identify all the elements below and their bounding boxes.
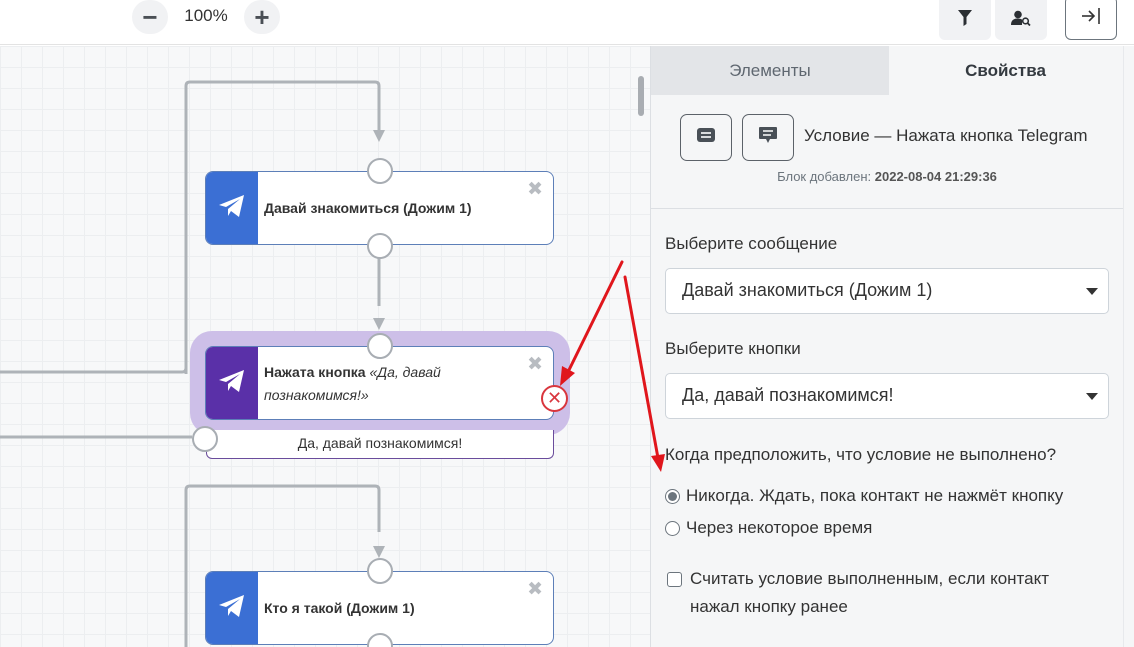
node-title-bold: Нажата кнопка xyxy=(264,364,366,380)
delete-node-icon[interactable]: ✕ xyxy=(541,385,568,412)
zoom-level: 100% xyxy=(184,6,228,25)
telegram-icon xyxy=(218,594,246,623)
node-close-icon[interactable]: ✖ xyxy=(527,179,543,200)
node-title: Давай знакомиться (Дожим 1) xyxy=(264,199,472,216)
block-title: Условие — Нажата кнопка Telegram xyxy=(804,126,1088,145)
node-output-port[interactable] xyxy=(367,633,393,647)
message-label: Выберите сообщение xyxy=(665,234,838,253)
filter-button[interactable] xyxy=(939,0,991,40)
node-icon-block xyxy=(206,172,258,244)
connection-lines xyxy=(0,80,385,647)
radio-after-time[interactable]: Через некоторое время xyxy=(665,518,872,538)
message-square-icon xyxy=(696,127,716,148)
pressed-before-checkbox[interactable] xyxy=(667,572,682,587)
block-added-date: 2022-08-04 21:29:36 xyxy=(874,169,997,184)
message-select[interactable]: Давай знакомиться (Дожим 1) xyxy=(665,268,1109,314)
tab-properties[interactable]: Свойства xyxy=(965,60,1046,80)
telegram-icon xyxy=(218,369,246,398)
comment-icon xyxy=(758,126,778,150)
canvas-scrollbar[interactable] xyxy=(638,76,644,116)
fail-question-label: Когда предположить, что условие не выпол… xyxy=(665,445,1057,464)
node-icon-block xyxy=(206,347,258,419)
block-added-info: Блок добавлен: 2022-08-04 21:29:36 xyxy=(651,169,1123,184)
user-search-icon xyxy=(1011,10,1031,31)
pressed-before-label: Считать условие выполненным, если контак… xyxy=(690,569,1050,616)
node-input-port[interactable] xyxy=(367,333,393,359)
block-added-label: Блок добавлен: xyxy=(777,169,872,184)
zoom-in-button[interactable]: + xyxy=(244,0,280,34)
radio-button[interactable] xyxy=(665,520,680,536)
node-title-italic: «Да, давай познакомимся!» xyxy=(264,364,441,403)
node-input-port[interactable] xyxy=(367,158,393,184)
node-close-icon[interactable]: ✖ xyxy=(527,354,543,375)
panel-exit-icon xyxy=(1081,7,1101,30)
node-input-port[interactable] xyxy=(367,558,393,584)
caret-down-icon xyxy=(1086,288,1098,295)
user-search-button[interactable] xyxy=(995,0,1047,40)
buttons-select[interactable]: Да, давай познакомимся! xyxy=(665,373,1109,419)
zoom-out-button[interactable]: − xyxy=(132,0,168,34)
node-title: Нажата кнопка «Да, давай познакомимся!» xyxy=(258,347,553,419)
filter-icon xyxy=(958,9,972,31)
message-select-value: Давай знакомиться (Дожим 1) xyxy=(682,280,933,300)
divider xyxy=(651,208,1123,209)
node-output-port[interactable] xyxy=(367,233,393,259)
block-icon-button[interactable] xyxy=(680,114,732,161)
caret-down-icon xyxy=(1086,393,1098,400)
node-title: Кто я такой (Дожим 1) xyxy=(264,599,415,616)
buttons-select-value: Да, давай познакомимся! xyxy=(682,385,894,405)
branch-output-port[interactable] xyxy=(192,426,218,452)
panel-scrollbar[interactable] xyxy=(1123,46,1134,647)
node-icon-block xyxy=(206,572,258,644)
telegram-icon xyxy=(218,194,246,223)
radio-button-selected[interactable] xyxy=(665,488,680,504)
top-toolbar: − 100% + xyxy=(0,0,1134,45)
flow-node-selected[interactable]: Нажата кнопка «Да, давай познакомимся!» … xyxy=(205,346,554,420)
branch-label: Да, давай познакомимся! xyxy=(206,430,554,459)
radio-never[interactable]: Никогда. Ждать, пока контакт не нажмёт к… xyxy=(665,486,1063,506)
tab-elements[interactable]: Элементы xyxy=(651,46,889,95)
buttons-label: Выберите кнопки xyxy=(665,339,801,358)
exit-button[interactable] xyxy=(1065,0,1117,40)
radio-after-time-label: Через некоторое время xyxy=(686,518,873,537)
block-comment-button[interactable] xyxy=(742,114,794,161)
properties-panel: Элементы Свойства Условие — Нажата кнопк… xyxy=(650,46,1134,647)
node-close-icon[interactable]: ✖ xyxy=(527,579,543,600)
radio-never-label: Никогда. Ждать, пока контакт не нажмёт к… xyxy=(686,486,1064,505)
